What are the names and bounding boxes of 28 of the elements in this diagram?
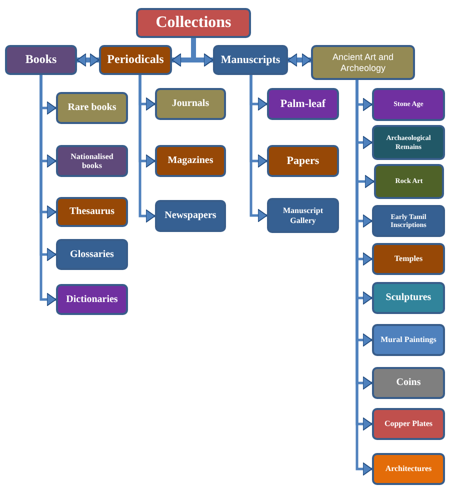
category-box: Papers	[267, 145, 339, 177]
category-box: Newspapers	[155, 200, 226, 232]
category-box: Periodicals	[99, 45, 172, 75]
category-box: Architectures	[372, 453, 445, 485]
category-box: Nationalised books	[56, 145, 128, 177]
category-box: Magazines	[155, 145, 226, 177]
category-box: Manuscripts	[213, 45, 288, 75]
category-box: Thesaurus	[56, 197, 128, 227]
arrow	[172, 53, 214, 67]
arrow	[40, 75, 56, 306]
category-box: Manuscript Gallery	[267, 198, 339, 233]
category-box: Copper Plates	[372, 408, 445, 440]
category-box: Rare books	[56, 92, 128, 124]
category-box: Books	[5, 45, 77, 75]
category-box: Temples	[372, 243, 445, 275]
arrow	[138, 75, 156, 223]
category-box: Dictionaries	[56, 284, 128, 315]
category-box: Journals	[155, 88, 226, 120]
arrow	[250, 75, 268, 222]
category-box: Mural Paintings	[372, 324, 445, 356]
category-box: Coins	[372, 367, 445, 399]
arrow	[76, 53, 100, 67]
arrow	[288, 53, 312, 67]
category-box: Glossaries	[56, 239, 128, 270]
category-box: Ancient Art and Archeology	[311, 45, 415, 80]
category-box: Collections	[136, 8, 251, 38]
category-box: Palm-leaf	[267, 88, 339, 120]
category-box: Sculptures	[372, 282, 445, 314]
